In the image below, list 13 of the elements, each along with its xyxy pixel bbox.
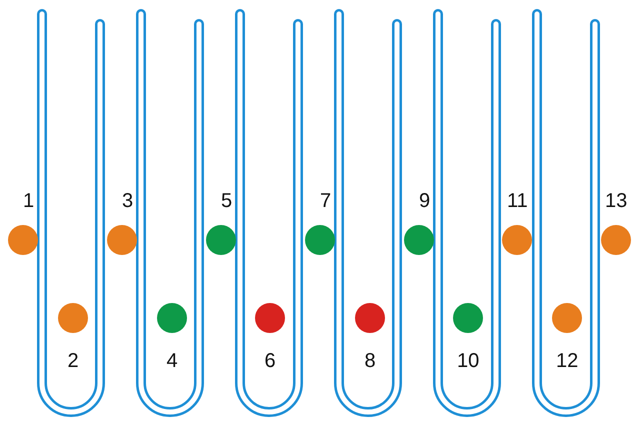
- number-label: 3: [122, 191, 134, 211]
- number-label: 9: [419, 191, 430, 211]
- number-label: 4: [166, 351, 178, 371]
- number-label: 6: [264, 351, 276, 371]
- number-label: 10: [457, 351, 480, 371]
- number-label: 13: [605, 191, 628, 211]
- number-label: 5: [221, 191, 232, 211]
- number-label: 11: [507, 191, 528, 211]
- number-label: 2: [68, 351, 79, 371]
- number-label: 12: [556, 351, 578, 371]
- number-label: 7: [320, 191, 332, 211]
- number-label: 1: [23, 191, 34, 211]
- number-label: 8: [364, 351, 376, 371]
